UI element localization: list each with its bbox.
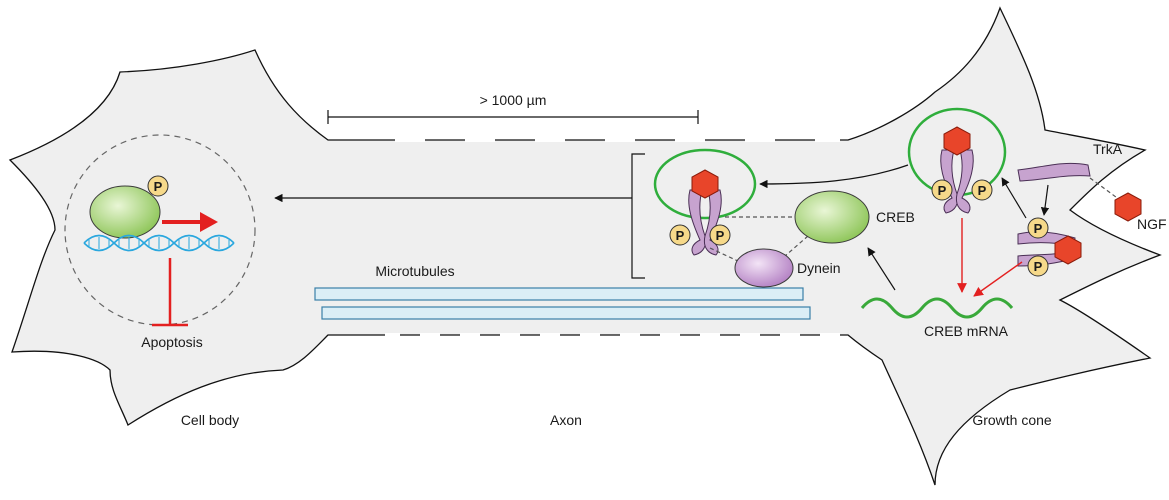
svg-text:P: P xyxy=(938,183,947,198)
apoptosis-inhibition xyxy=(152,258,188,327)
axon-creb xyxy=(794,190,870,244)
mrna-translation-arrow xyxy=(867,247,896,291)
axon-label: Axon xyxy=(550,412,582,428)
microtubule-2 xyxy=(321,306,811,320)
svg-text:P: P xyxy=(978,183,987,198)
microtubules-label: Microtubules xyxy=(375,263,454,279)
gc-phospho-right: P xyxy=(971,179,993,201)
trka-label: TrkA xyxy=(1093,141,1123,157)
scale-label: > 1000 µm xyxy=(480,92,547,108)
gc-phospho-left: P xyxy=(931,179,953,201)
axon-phospho-right: P xyxy=(709,224,731,246)
nuclear-creb xyxy=(89,185,161,239)
creb-mrna xyxy=(860,297,1014,319)
growth-cone-label: Growth cone xyxy=(972,412,1052,428)
trka-binding-arrow xyxy=(1040,184,1050,216)
apoptosis-label: Apoptosis xyxy=(141,334,202,350)
svg-text:P: P xyxy=(154,179,163,194)
trka-ngf-link xyxy=(1089,177,1121,201)
microtubule-1 xyxy=(314,287,804,301)
membrane-gaps xyxy=(385,138,840,337)
creb-dynein-link xyxy=(784,235,809,257)
bound-phospho-top: P xyxy=(1027,217,1049,239)
dynein-label: Dynein xyxy=(797,260,841,276)
transcription-arrowhead xyxy=(200,212,218,232)
scale-bar xyxy=(327,110,699,124)
axon-endosome xyxy=(653,148,757,220)
ngf-label: NGF xyxy=(1137,216,1167,232)
axon-ngf xyxy=(691,169,719,199)
cell-body-label: Cell body xyxy=(181,412,239,428)
svg-text:P: P xyxy=(676,228,685,243)
nuclear-phospho: P xyxy=(147,175,169,197)
axon-phospho-left: P xyxy=(669,224,691,246)
trka-dynein-link xyxy=(709,247,741,263)
creb-mrna-label: CREB mRNA xyxy=(924,323,1009,339)
dna-helix xyxy=(83,234,235,252)
endocytosis-arrow xyxy=(1001,177,1027,219)
complex-bracket xyxy=(631,153,645,279)
svg-text:P: P xyxy=(716,228,725,243)
free-ngf xyxy=(1114,192,1142,222)
surface-translation-arrow xyxy=(973,261,1023,297)
bound-ngf xyxy=(1054,235,1082,265)
svg-text:P: P xyxy=(1034,221,1043,236)
surface-trka xyxy=(1017,162,1091,182)
endosome-transport-arrow xyxy=(759,164,909,189)
dynein xyxy=(734,248,794,288)
growth-cone-ngf xyxy=(943,126,971,156)
bound-phospho-bottom: P xyxy=(1027,255,1049,277)
creb-label: CREB xyxy=(876,209,915,225)
neuron-membrane xyxy=(8,6,1162,486)
svg-text:P: P xyxy=(1034,259,1043,274)
